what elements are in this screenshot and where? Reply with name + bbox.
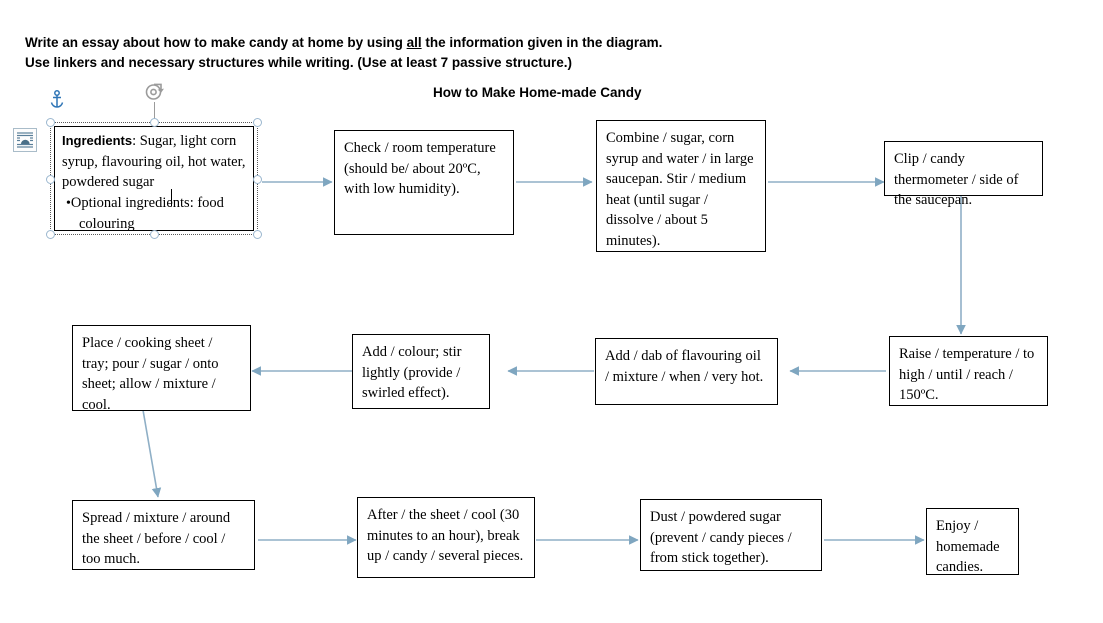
flow-box-place-cooking-sheet[interactable]: Place / cooking sheet / tray; pour / sug… bbox=[72, 325, 251, 413]
arrow-place-to-spread bbox=[142, 409, 162, 498]
rotate-handle-stem bbox=[153, 102, 155, 122]
resize-handle-nw[interactable] bbox=[46, 118, 55, 127]
optional-ingredients-line-1: Optional ingredients: food bbox=[70, 194, 224, 211]
flow-box-clip-thermometer[interactable]: Clip / candy thermometer / side of the s… bbox=[884, 141, 1043, 208]
resize-handle-s[interactable] bbox=[150, 230, 159, 239]
flow-box-break-up-candy[interactable]: After / the sheet / cool (30 minutes to … bbox=[357, 497, 535, 578]
instructions-paragraph: Write an essay about how to make candy a… bbox=[25, 33, 785, 73]
flow-box-add-colour[interactable]: Add / colour; stir lightly (provide / sw… bbox=[352, 334, 490, 409]
resize-handle-sw[interactable] bbox=[46, 230, 55, 239]
ingredients-text-content[interactable]: Ingredients: Sugar, light corn syrup, fl… bbox=[54, 126, 254, 232]
resize-handle-se[interactable] bbox=[253, 230, 262, 239]
layout-options-icon[interactable] bbox=[13, 128, 37, 152]
anchor-icon bbox=[49, 90, 65, 110]
ingredients-text-box[interactable]: Ingredients: Sugar, light corn syrup, fl… bbox=[13, 83, 262, 239]
flow-box-dust-powdered-sugar[interactable]: Dust / powdered sugar (prevent / candy p… bbox=[640, 499, 822, 571]
diagram-title: How to Make Home-made Candy bbox=[433, 85, 642, 100]
flow-box-enjoy-candies[interactable]: Enjoy / homemade candies. bbox=[926, 508, 1019, 575]
rotate-icon[interactable] bbox=[144, 82, 164, 102]
instructions-line-1-part-a: Write an essay about how to make candy a… bbox=[25, 35, 407, 50]
flow-box-combine-ingredients[interactable]: Combine / sugar, corn syrup and water / … bbox=[596, 120, 766, 252]
instructions-line-2: Use linkers and necessary structures whi… bbox=[25, 55, 572, 70]
flow-box-add-flavouring[interactable]: Add / dab of flavouring oil / mixture / … bbox=[595, 338, 778, 405]
flow-box-check-temperature[interactable]: Check / room temperature (should be/ abo… bbox=[334, 130, 514, 235]
resize-handle-ne[interactable] bbox=[253, 118, 262, 127]
flow-box-raise-temperature[interactable]: Raise / temperature / to high / until / … bbox=[889, 336, 1048, 406]
instructions-underlined-word: all bbox=[406, 35, 422, 50]
text-caret bbox=[171, 189, 172, 206]
instructions-line-1-part-b: the information given in the diagram. bbox=[421, 35, 663, 50]
resize-handle-w[interactable] bbox=[46, 174, 55, 184]
resize-handle-n[interactable] bbox=[150, 118, 159, 127]
resize-handle-e[interactable] bbox=[253, 174, 262, 184]
bullet-dot: • bbox=[66, 195, 71, 211]
optional-ingredients-bullet: •Optional ingredients: food colouring bbox=[62, 193, 247, 235]
instructions-line-1: Write an essay about how to make candy a… bbox=[25, 33, 785, 53]
optional-ingredients-line-2: colouring bbox=[79, 216, 135, 232]
ingredients-label: Ingredients: Sugar, light corn syrup, fl… bbox=[62, 133, 246, 190]
flow-box-spread-mixture[interactable]: Spread / mixture / around the sheet / be… bbox=[72, 500, 255, 570]
